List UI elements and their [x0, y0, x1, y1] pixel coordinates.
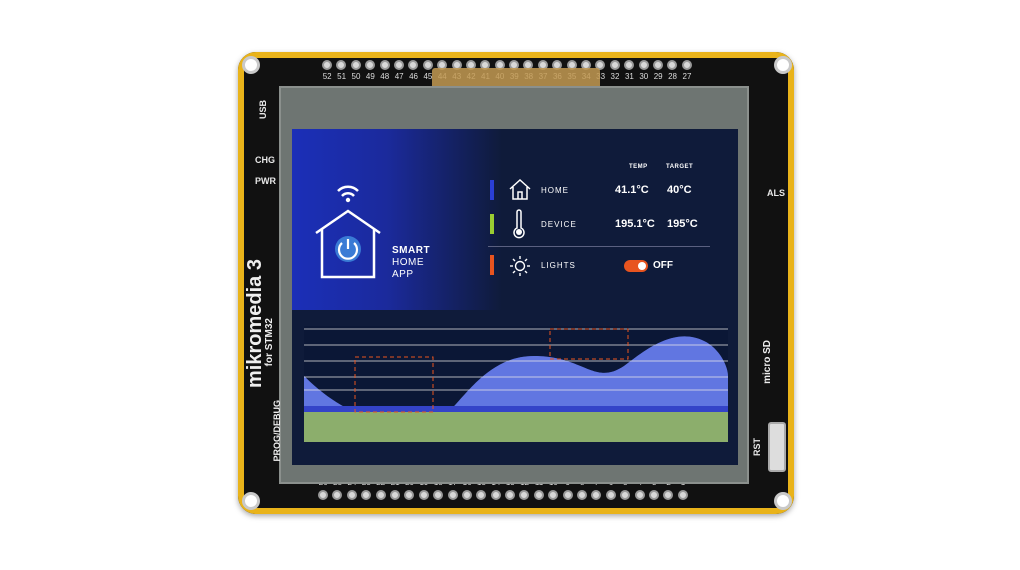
header-pin [336, 60, 347, 70]
pin-number: 28 [668, 72, 678, 81]
device-temp-value: 195.1°C [615, 218, 655, 230]
chg-label: CHG [255, 155, 275, 165]
home-temp-value: 41.1°C [615, 184, 649, 196]
smart-home-icon [315, 185, 381, 279]
header-pin [422, 60, 433, 70]
als-label: ALS [767, 188, 785, 198]
mount-hole [774, 492, 792, 510]
header-pin [350, 60, 361, 70]
microsd-label: micro SD [762, 340, 773, 384]
header-pin [505, 490, 516, 500]
header-pin [404, 490, 415, 500]
app-title-line1: SMART [392, 245, 431, 256]
header-pin [375, 490, 386, 500]
pin-number: 47 [394, 72, 404, 81]
brand-subtitle: for STM32 [264, 318, 275, 367]
sun-icon [510, 256, 530, 276]
home-icon [509, 178, 531, 200]
lights-row-label: LIGHTS [541, 261, 576, 270]
mount-hole [242, 56, 260, 74]
lights-toggle[interactable] [624, 260, 648, 272]
header-pin [677, 490, 688, 500]
header-pin [548, 490, 559, 500]
thermometer-icon [513, 209, 525, 239]
pin-number: 51 [337, 72, 347, 81]
header-pin [609, 60, 620, 70]
header-pin [624, 60, 635, 70]
pin-number: 32 [610, 72, 620, 81]
pwr-label: PWR [255, 176, 276, 186]
pin-number: 48 [380, 72, 390, 81]
header-pin [418, 490, 429, 500]
lights-state: OFF [653, 260, 673, 271]
device-target-value: 195°C [667, 218, 698, 230]
header-pin [408, 60, 419, 70]
header-pin [634, 490, 645, 500]
header-pin [519, 490, 530, 500]
app-title-line3: APP [392, 269, 414, 280]
header-pin [322, 60, 332, 70]
home-row-label: HOME [541, 186, 569, 195]
header-pin [447, 490, 458, 500]
header-pin [620, 490, 631, 500]
home-row-bar [490, 180, 494, 200]
rst-label: RST [752, 438, 762, 456]
reset-button[interactable] [768, 422, 786, 472]
bottom-header-pins [318, 490, 688, 500]
header-pin [379, 60, 390, 70]
header-pin [393, 60, 404, 70]
header-pin [591, 490, 602, 500]
header-pin [476, 490, 487, 500]
header-pin [461, 490, 472, 500]
app-title-line2: HOME [392, 257, 424, 268]
pin-number: 29 [653, 72, 663, 81]
header-pin [605, 490, 616, 500]
target-column-header: TARGET [666, 164, 694, 170]
mount-hole [774, 56, 792, 74]
header-pin [365, 60, 376, 70]
row-divider [488, 246, 710, 247]
header-pin [577, 490, 588, 500]
header-pin [346, 490, 357, 500]
home-target-value: 40°C [667, 184, 692, 196]
header-pin [332, 490, 343, 500]
header-pin [533, 490, 544, 500]
device-row-label: DEVICE [541, 220, 577, 229]
lcd-screen: SMART HOME APP TEMP TARGET HOME 41.1°C 4… [292, 129, 738, 465]
device-row-bar [490, 214, 494, 234]
pin-number: 52 [322, 72, 332, 81]
header-pin [652, 60, 663, 70]
wave-graph [304, 326, 728, 442]
header-pin [361, 490, 372, 500]
header-pin [667, 60, 678, 70]
header-pin [638, 60, 649, 70]
pin-number: 45 [423, 72, 433, 81]
pin-number: 50 [351, 72, 361, 81]
header-pin [389, 490, 400, 500]
pin-number: 31 [624, 72, 634, 81]
pin-number: 27 [682, 72, 692, 81]
usb-label: USB [258, 100, 268, 120]
header-pin [595, 60, 606, 70]
pin-number: 33 [596, 72, 606, 81]
mount-hole [242, 492, 260, 510]
header-pin [648, 490, 659, 500]
header-gradient [292, 129, 502, 310]
top-header-pins [322, 60, 692, 70]
pin-number: 30 [639, 72, 649, 81]
header-pin [433, 490, 444, 500]
header-pin [663, 490, 674, 500]
header-pin [562, 490, 573, 500]
temp-column-header: TEMP [629, 164, 648, 170]
header-pin [681, 60, 692, 70]
lights-row-bar [490, 255, 494, 275]
header-pin [318, 490, 328, 500]
pin-number: 49 [365, 72, 375, 81]
header-pin [490, 490, 501, 500]
pin-number: 46 [409, 72, 418, 81]
prog-debug-label: PROG/DEBUG [272, 400, 282, 462]
